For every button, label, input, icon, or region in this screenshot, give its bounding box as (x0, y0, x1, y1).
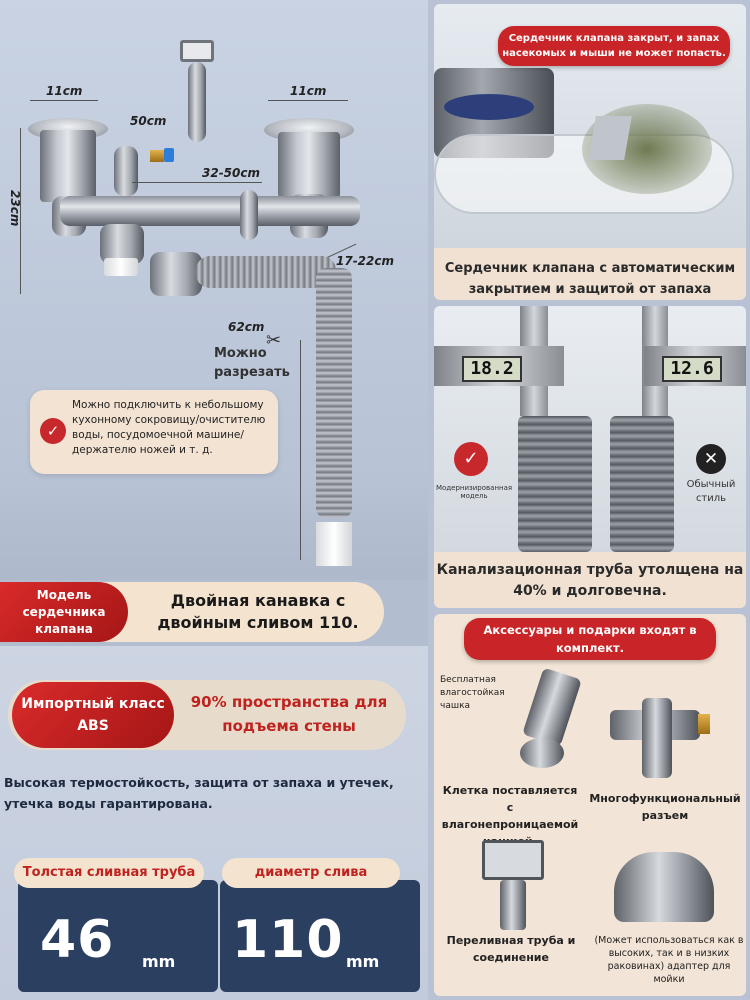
free-bowl-label: Бесплатная влагостойкая чашка (440, 675, 505, 711)
trap-clear-cup (104, 258, 138, 276)
center-tee (114, 146, 138, 196)
model-badge: Модель сердечника клапана (0, 582, 128, 642)
compatibility-text: Можно подключить к небольшому кухонному … (72, 399, 266, 456)
odor-caption: Сердечник клапана с автоматическим закры… (444, 261, 736, 297)
pipe-thickness-value: 46 (40, 910, 115, 970)
thick-tube (518, 416, 592, 552)
multi-connector-label: Многофункциональный разъем (589, 792, 741, 822)
dim-label-span: 32-50cm (202, 166, 260, 180)
adapter-label: (Может использоваться как в высоких, так… (594, 935, 744, 985)
caliper-right-display: 12.6 (662, 356, 722, 382)
dim-label-height: 23cm (8, 190, 22, 227)
drain-diameter-value: 110 (232, 910, 344, 970)
check-icon: ✓ (454, 442, 488, 476)
blue-fitting (164, 148, 174, 162)
pipe-ring (240, 190, 258, 240)
abs-badge: Импортный класс ABS (12, 682, 174, 748)
thickness-caption: Канализационная труба утолщена на 40% и … (436, 562, 744, 599)
overflow-cover-part (482, 840, 544, 880)
overflow-label: Переливная труба и соединение (446, 934, 576, 964)
product-diagram-panel: 11cm 11cm 23cm 50cm 32-50cm 17-22cm 62cm… (0, 0, 428, 580)
dim-label-outlet: 17-22cm (336, 254, 394, 268)
scissors-icon: ✂ (266, 330, 282, 351)
upgraded-model-label: Модернизированная модель (436, 484, 513, 500)
cross-icon: ✕ (696, 444, 726, 474)
right-sink-basket (278, 132, 340, 198)
cut-note: Можно разрезать (214, 344, 290, 382)
pipe-thickness-box (18, 880, 218, 992)
dim-line-span (132, 182, 262, 183)
abs-space-text: 90% пространства для подъема стены (190, 693, 388, 735)
strainer-cage-part (522, 667, 582, 747)
dim-line-height (20, 128, 21, 294)
pipe-thickness-label: Толстая сливная труба (14, 858, 204, 888)
sink-adapter-part (614, 852, 714, 922)
drain-diameter-unit: mm (346, 952, 380, 971)
brass-fitting (150, 150, 164, 162)
dim-label-overflow: 50cm (130, 114, 167, 128)
panel-odor-seal: Сердечник клапана закрыт, и запах насеко… (434, 4, 746, 300)
cage-label: Клетка поставляется с влагонепроницаемой… (441, 784, 579, 848)
model-description: Двойная канавка с двойным сливом 110. (157, 591, 359, 632)
abs-description: Высокая термостойкость, защита от запаха… (4, 775, 394, 811)
moisture-cup-part (520, 738, 564, 768)
thin-tube (610, 416, 674, 552)
check-icon: ✓ (40, 418, 66, 444)
regular-style-label: Обычный стиль (686, 479, 736, 504)
tee-connector-stem (642, 698, 672, 778)
pipe-thickness-unit: mm (142, 952, 176, 971)
dim-line-left-sink (30, 100, 98, 101)
caliper-image-area: 18.2 12.6 ✓ Модернизированная модель ✕ О… (434, 306, 746, 552)
flex-hose-top (196, 256, 336, 288)
hose-white-end (316, 522, 352, 566)
horizontal-drain-pipe (60, 196, 360, 226)
odor-bubble: Сердечник клапана закрыт, и запах насеко… (498, 26, 730, 66)
panel-accessories: Аксессуары и подарки входят в комплект. … (434, 614, 746, 996)
accessories-header: Аксессуары и подарки входят в комплект. (464, 618, 716, 660)
left-sink-basket (40, 130, 96, 202)
caliper-left-display: 18.2 (462, 356, 522, 382)
dim-line-hose (300, 340, 301, 560)
hose-connector (150, 252, 202, 296)
panel-thickness: 18.2 12.6 ✓ Модернизированная модель ✕ О… (434, 306, 746, 608)
flex-hose-vertical (316, 268, 352, 518)
dim-line-right-sink (268, 100, 348, 101)
drain-diameter-box (220, 880, 420, 992)
overflow-pipe-part (500, 880, 526, 930)
trap-body (100, 224, 144, 264)
valve-core-seal (444, 94, 534, 120)
drain-diameter-label: диаметр слива (222, 858, 400, 888)
dim-label-hose: 62cm (228, 320, 265, 334)
dim-label-left-sink: 11cm (46, 84, 83, 98)
tee-brass-nut (698, 714, 710, 734)
overflow-cover (180, 40, 214, 62)
compatibility-card: ✓ Можно подключить к небольшому кухонном… (30, 390, 278, 474)
cut-note-text: Можно разрезать (214, 346, 290, 380)
wall-shade (0, 480, 428, 580)
overflow-tube (188, 62, 206, 142)
dim-label-right-sink: 11cm (290, 84, 327, 98)
